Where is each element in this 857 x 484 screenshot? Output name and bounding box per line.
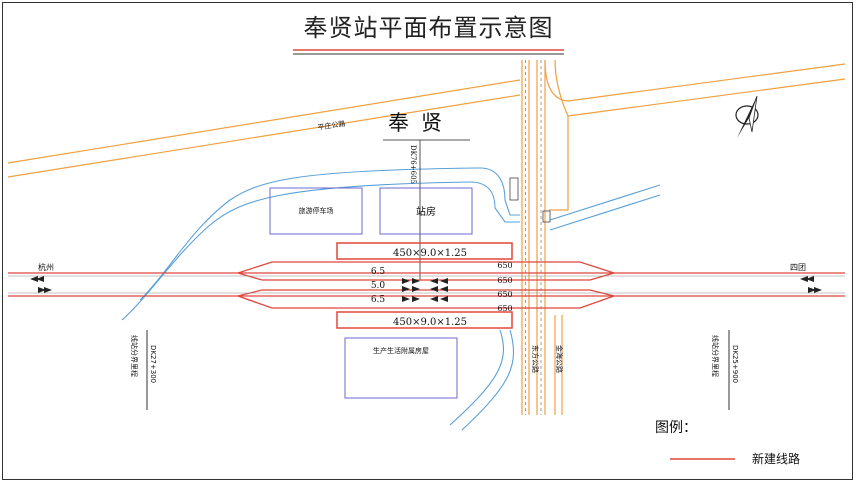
left-boundary-mileage: DK27+300 — [149, 345, 157, 383]
gate-right — [542, 210, 551, 223]
track-length-4: 650 — [497, 304, 512, 313]
platform-top — [336, 242, 513, 260]
north-arrow-icon — [735, 95, 759, 138]
road-jinhai-label: 金海公路 — [555, 345, 564, 373]
page-title: 奉贤站平面布置示意图 — [303, 14, 554, 42]
service-area-label: 生产生活附属房屋 — [373, 346, 429, 355]
road-vertical-mid — [536, 60, 546, 415]
road-vertical-left — [521, 60, 530, 415]
track-spacing-1: 6.5 — [371, 267, 386, 277]
road-pingzhuang-label: 平庄公路 — [317, 119, 346, 132]
track-length-2: 650 — [497, 276, 512, 285]
track-length-1: 650 — [497, 261, 512, 270]
platform-bottom — [336, 311, 513, 329]
track-length-3: 650 — [497, 290, 512, 299]
parking-label: 旅游停车场 — [299, 206, 334, 215]
parking-building — [269, 187, 363, 235]
direction-arrows — [30, 276, 822, 302]
track-spacing-2: 5.0 — [371, 281, 386, 291]
rail-tracks — [8, 261, 845, 309]
legend-title: 图例： — [655, 420, 697, 436]
rail-tracks-inner — [8, 275, 845, 294]
left-city-label: 杭州 — [38, 262, 54, 272]
water-channels — [121, 167, 661, 431]
right-boundary-mileage: DK25+900 — [731, 345, 739, 383]
platform-top-label: 450×9.0×1.25 — [393, 248, 467, 259]
road-dongfang-label: 东方公路 — [531, 345, 540, 373]
station-house-building — [379, 187, 473, 235]
gate-left — [509, 177, 519, 201]
service-area-building — [344, 337, 458, 399]
left-boundary-label: 线站分界里程 — [130, 335, 139, 377]
right-city-label: 四团 — [790, 263, 806, 272]
road-pingzhuang — [7, 63, 846, 178]
platform-bottom-label: 450×9.0×1.25 — [393, 317, 467, 328]
station-house-label: 站房 — [416, 205, 436, 218]
station-name: 奉贤 — [388, 111, 454, 135]
track-spacing-3: 6.5 — [371, 295, 386, 305]
right-boundary-label: 线站分界里程 — [711, 335, 720, 377]
legend-new-line-label: 新建线路 — [752, 451, 800, 466]
station-mileage: DK76+605 — [409, 145, 417, 184]
road-jinhai-curve — [544, 59, 569, 415]
road-vertical-dash — [525, 60, 542, 415]
